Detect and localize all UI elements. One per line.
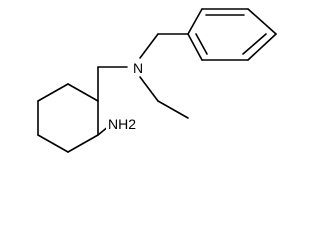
benzene-bond-6 [187, 33, 203, 61]
ring-bond-4 [67, 134, 99, 153]
structure-svg: N NH2 [37, 8, 277, 153]
ring-bond-5 [37, 134, 69, 153]
cyclohexane-ring [37, 83, 99, 153]
benzene-double-bond-right [242, 33, 267, 55]
bond-n-to-ethyl-ch2 [139, 76, 159, 102]
benzene-bond-4 [247, 33, 277, 61]
atom-nh2-group: NH2 [106, 115, 140, 132]
atom-nh2-label: NH2 [108, 116, 136, 132]
atom-nh2-background [106, 115, 140, 132]
benzene-ring [187, 8, 277, 61]
benzene-double-bond-left [195, 33, 208, 55]
ring-bond-2 [67, 83, 99, 102]
bond-ethyl-ch2-to-ch3 [157, 100, 189, 119]
benzene-bond-1 [187, 8, 203, 35]
atom-n-background [130, 59, 144, 76]
atom-n-group: N [130, 59, 144, 76]
molecule-diagram: N NH2 [37, 8, 277, 153]
ring-bond-1 [37, 83, 69, 102]
atom-n-label: N [133, 60, 143, 76]
benzene-bond-3 [247, 8, 277, 35]
bond-n-to-benzyl-ch2 [139, 33, 159, 59]
